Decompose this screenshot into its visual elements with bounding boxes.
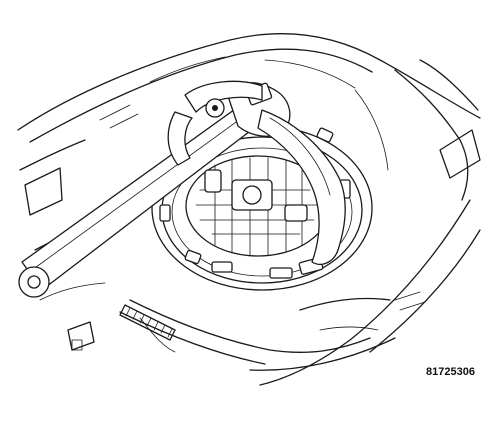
body-panel-outline	[17, 33, 481, 386]
floor-detail-marks	[71, 104, 426, 351]
figure-id-label: 81725306	[426, 366, 475, 378]
hatched-seam	[119, 304, 176, 341]
spanner-wrench-tool	[18, 80, 346, 298]
